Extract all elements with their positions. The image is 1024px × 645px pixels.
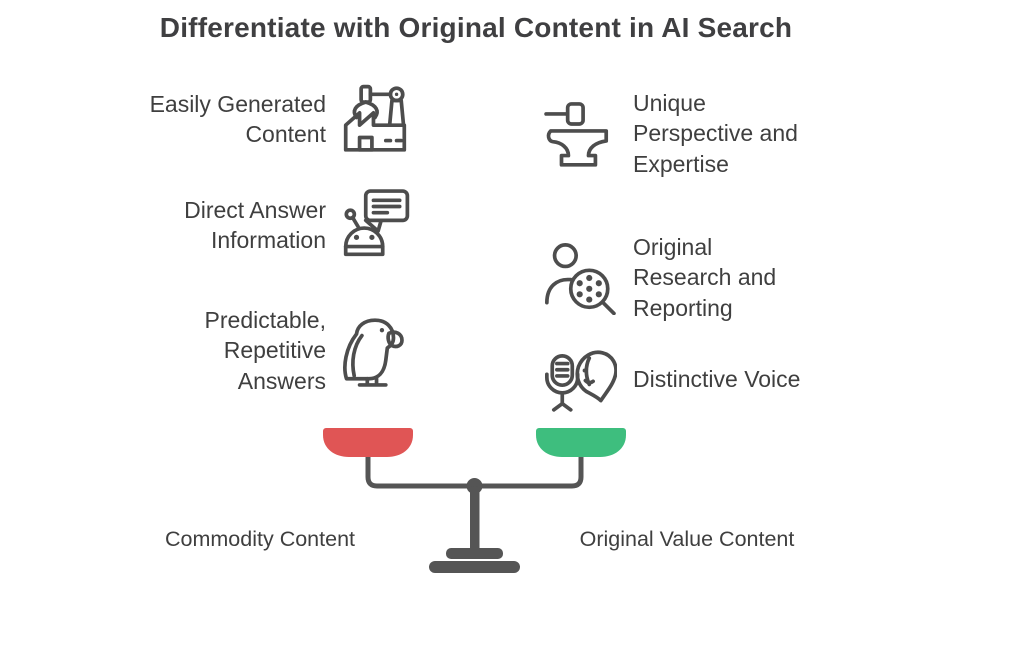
scale-beam xyxy=(365,450,584,489)
scale-left-pan xyxy=(323,428,413,457)
scale-base-top xyxy=(446,548,503,559)
item-label: Distinctive Voice xyxy=(633,365,801,392)
item-label: Unique Perspective and Expertise xyxy=(633,90,798,177)
list-item-easily-generated-content: Easily Generated Content xyxy=(40,82,412,156)
list-item-predictable-repetitive-answers: Predictable, Repetitive Answers xyxy=(40,305,412,396)
list-item-distinctive-voice: Distinctive Voice xyxy=(543,342,943,416)
list-item-original-research-reporting: Original Research and Reporting xyxy=(543,232,943,323)
scale-right-pan xyxy=(536,428,626,457)
commodity-content-label: Commodity Content xyxy=(165,527,355,551)
item-label: Predictable, Repetitive Answers xyxy=(204,307,326,394)
list-item-direct-answer-information: Direct Answer Information xyxy=(40,188,412,262)
original-value-content-label: Original Value Content xyxy=(579,527,795,551)
person-magnifier-icon xyxy=(545,242,616,315)
scale-pole xyxy=(470,486,480,552)
item-label: Original Research and Reporting xyxy=(633,234,777,321)
list-item-unique-perspective-expertise: Unique Perspective and Expertise xyxy=(543,88,943,179)
item-label: Easily Generated Content xyxy=(149,90,326,147)
parrot-icon xyxy=(343,317,404,387)
robot-chat-icon xyxy=(343,189,410,257)
factory-robot-arm-icon xyxy=(343,84,407,152)
page-title: Differentiate with Original Content in A… xyxy=(159,12,793,43)
scale-base-bottom xyxy=(429,561,520,573)
microphone-face-icon xyxy=(545,350,617,412)
anvil-hammer-icon xyxy=(544,101,609,167)
item-label: Direct Answer Information xyxy=(184,196,326,253)
scale-pivot xyxy=(466,478,483,494)
